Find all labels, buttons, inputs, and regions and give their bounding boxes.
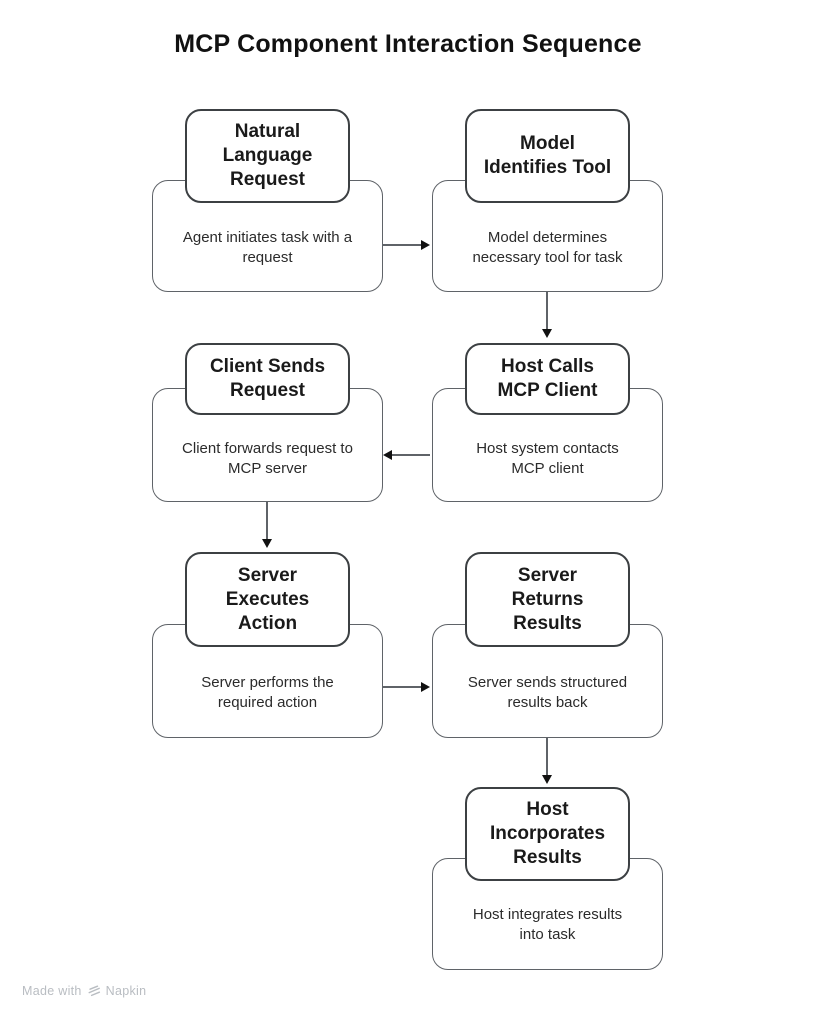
node-description: Client forwards request to MCP server [182,439,353,477]
node-title: Server Executes Action [225,564,310,634]
made-with-label: Made with [22,984,82,998]
node-host-calls-mcp-client-title: Host Calls MCP Client [465,343,630,415]
node-title: Server Returns Results [511,564,584,634]
node-description: Model determines necessary tool for task [472,228,623,266]
node-description: Server sends structured results back [467,673,628,711]
node-description: Server performs the required action [201,673,334,711]
node-model-identifies-tool-title: Model Identifies Tool [465,109,630,203]
arrowhead-down-icon [542,329,552,338]
node-title: Host Incorporates Results [489,799,606,868]
node-server-executes-action-title: Server Executes Action [185,552,350,647]
node-description: Host system contacts MCP client [476,439,619,477]
node-host-incorporates-results-title: Host Incorporates Results [465,787,630,881]
arrowhead-right-icon [421,240,430,250]
node-description: Agent initiates task with a request [182,228,353,266]
node-description: Host integrates results into task [472,906,623,943]
arrowhead-right-icon [421,682,430,692]
node-title: Client Sends Request [209,356,326,401]
arrowhead-down-icon [542,775,552,784]
napkin-logo-icon [87,984,101,998]
napkin-brand-label: Napkin [105,984,147,998]
arrowhead-left-icon [383,450,392,460]
node-title: Host Calls MCP Client [497,356,598,401]
made-with-napkin-watermark: Made with Napkin [22,984,146,998]
page-title: MCP Component Interaction Sequence [174,30,642,58]
node-server-returns-results-title: Server Returns Results [465,552,630,647]
node-client-sends-request-title: Client Sends Request [185,343,350,415]
arrowhead-down-icon [262,539,272,548]
node-title: Natural Language Request [222,121,313,190]
node-natural-language-request-title: Natural Language Request [185,109,350,203]
node-title: Model Identifies Tool [483,133,612,178]
